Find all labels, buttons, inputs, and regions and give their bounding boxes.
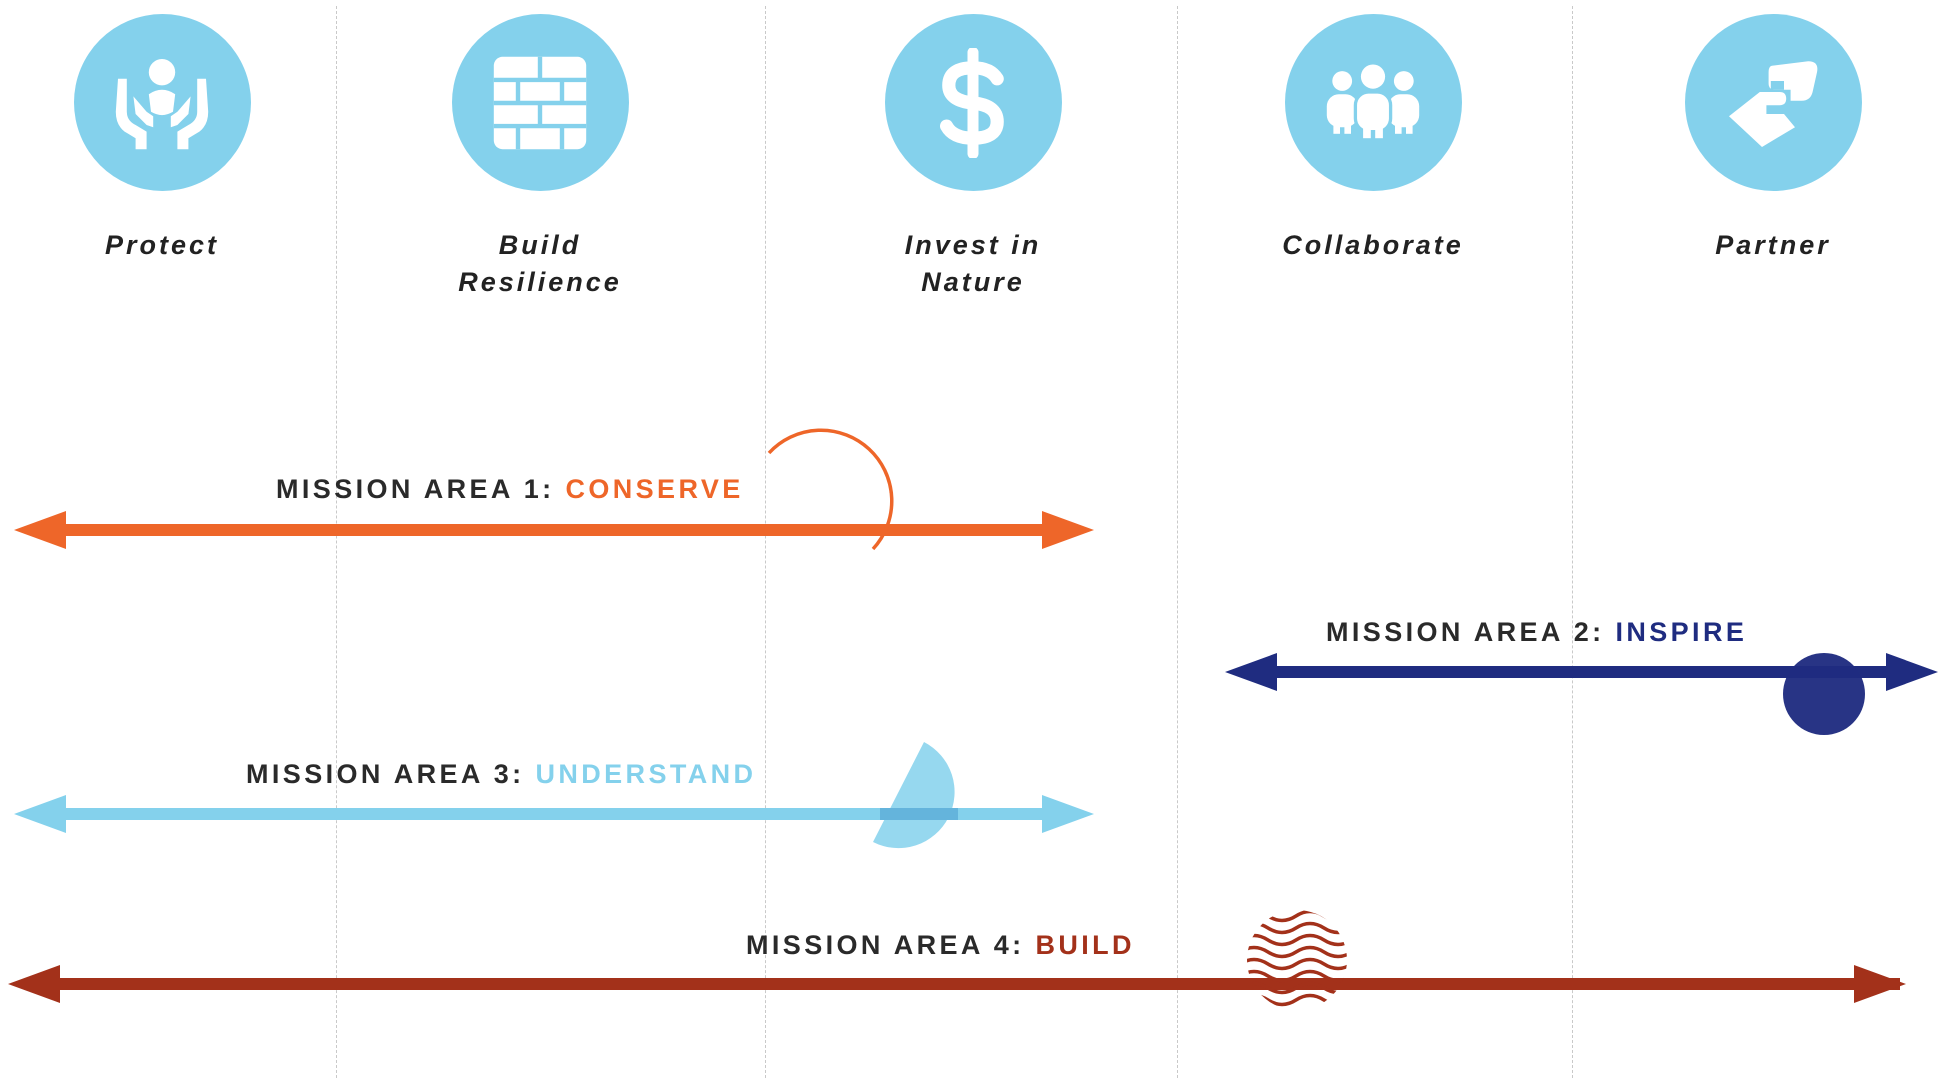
mission-name: INSPIRE (1615, 617, 1748, 647)
mission-title-conserve: MISSION AREA 1: CONSERVE (276, 474, 744, 505)
build-resilience-icon-circle (451, 14, 629, 191)
column-divider (1177, 6, 1178, 1078)
handshake-icon (1729, 60, 1818, 147)
column-divider (765, 6, 766, 1078)
column-invest-in-nature: Invest in Nature (843, 14, 1103, 301)
mission-name: BUILD (1035, 930, 1135, 960)
mission-prefix: MISSION AREA 4: (746, 930, 1036, 960)
column-label-line1: Partner (1715, 230, 1831, 260)
column-label: Protect (32, 227, 292, 264)
partner-icon-circle (1684, 14, 1862, 191)
mission-title-inspire: MISSION AREA 2: INSPIRE (1326, 617, 1747, 648)
column-label-line2: Resilience (458, 267, 622, 297)
understand-overlap-shape (880, 808, 958, 820)
mission-title-understand: MISSION AREA 3: UNDERSTAND (246, 759, 756, 790)
protect-icon-circle (73, 14, 251, 191)
mission-title-build: MISSION AREA 4: BUILD (746, 930, 1135, 961)
inspire-circle-shape (1783, 653, 1865, 735)
group-people-icon (1326, 64, 1420, 138)
mission-prefix: MISSION AREA 1: (276, 474, 566, 504)
column-label-line1: Invest in (904, 230, 1042, 260)
mission-name: UNDERSTAND (535, 759, 757, 789)
mission-prefix: MISSION AREA 2: (1326, 617, 1616, 647)
brick-wall-icon (493, 56, 587, 149)
column-protect: Protect (32, 14, 292, 264)
column-label: Invest in Nature (843, 227, 1103, 301)
build-wave-globe-shape (1247, 910, 1347, 1007)
column-label-line1: Build (498, 230, 582, 260)
column-label-line2: Nature (921, 267, 1025, 297)
mission-prefix: MISSION AREA 3: (246, 759, 536, 789)
dollar-icon (940, 47, 1004, 158)
column-collaborate: Collaborate (1243, 14, 1503, 264)
conserve-arc-shape (767, 428, 894, 551)
column-divider (336, 6, 337, 1078)
mission-arrow-conserve (14, 511, 1094, 549)
collaborate-icon-circle (1284, 14, 1462, 191)
column-divider (1572, 6, 1573, 1078)
column-partner: Partner (1643, 14, 1903, 264)
column-label-line1: Protect (104, 230, 220, 260)
understand-half-circle-shape (873, 742, 955, 849)
column-label: Collaborate (1243, 227, 1503, 264)
hands-protect-icon (115, 58, 209, 149)
column-label: Build Resilience (410, 227, 670, 301)
column-build-resilience: Build Resilience (410, 14, 670, 301)
mission-arrow-build (8, 965, 1906, 1003)
mission-name: CONSERVE (565, 474, 744, 504)
column-label: Partner (1643, 227, 1903, 264)
invest-icon-circle (884, 14, 1062, 191)
column-label-line1: Collaborate (1282, 230, 1464, 260)
